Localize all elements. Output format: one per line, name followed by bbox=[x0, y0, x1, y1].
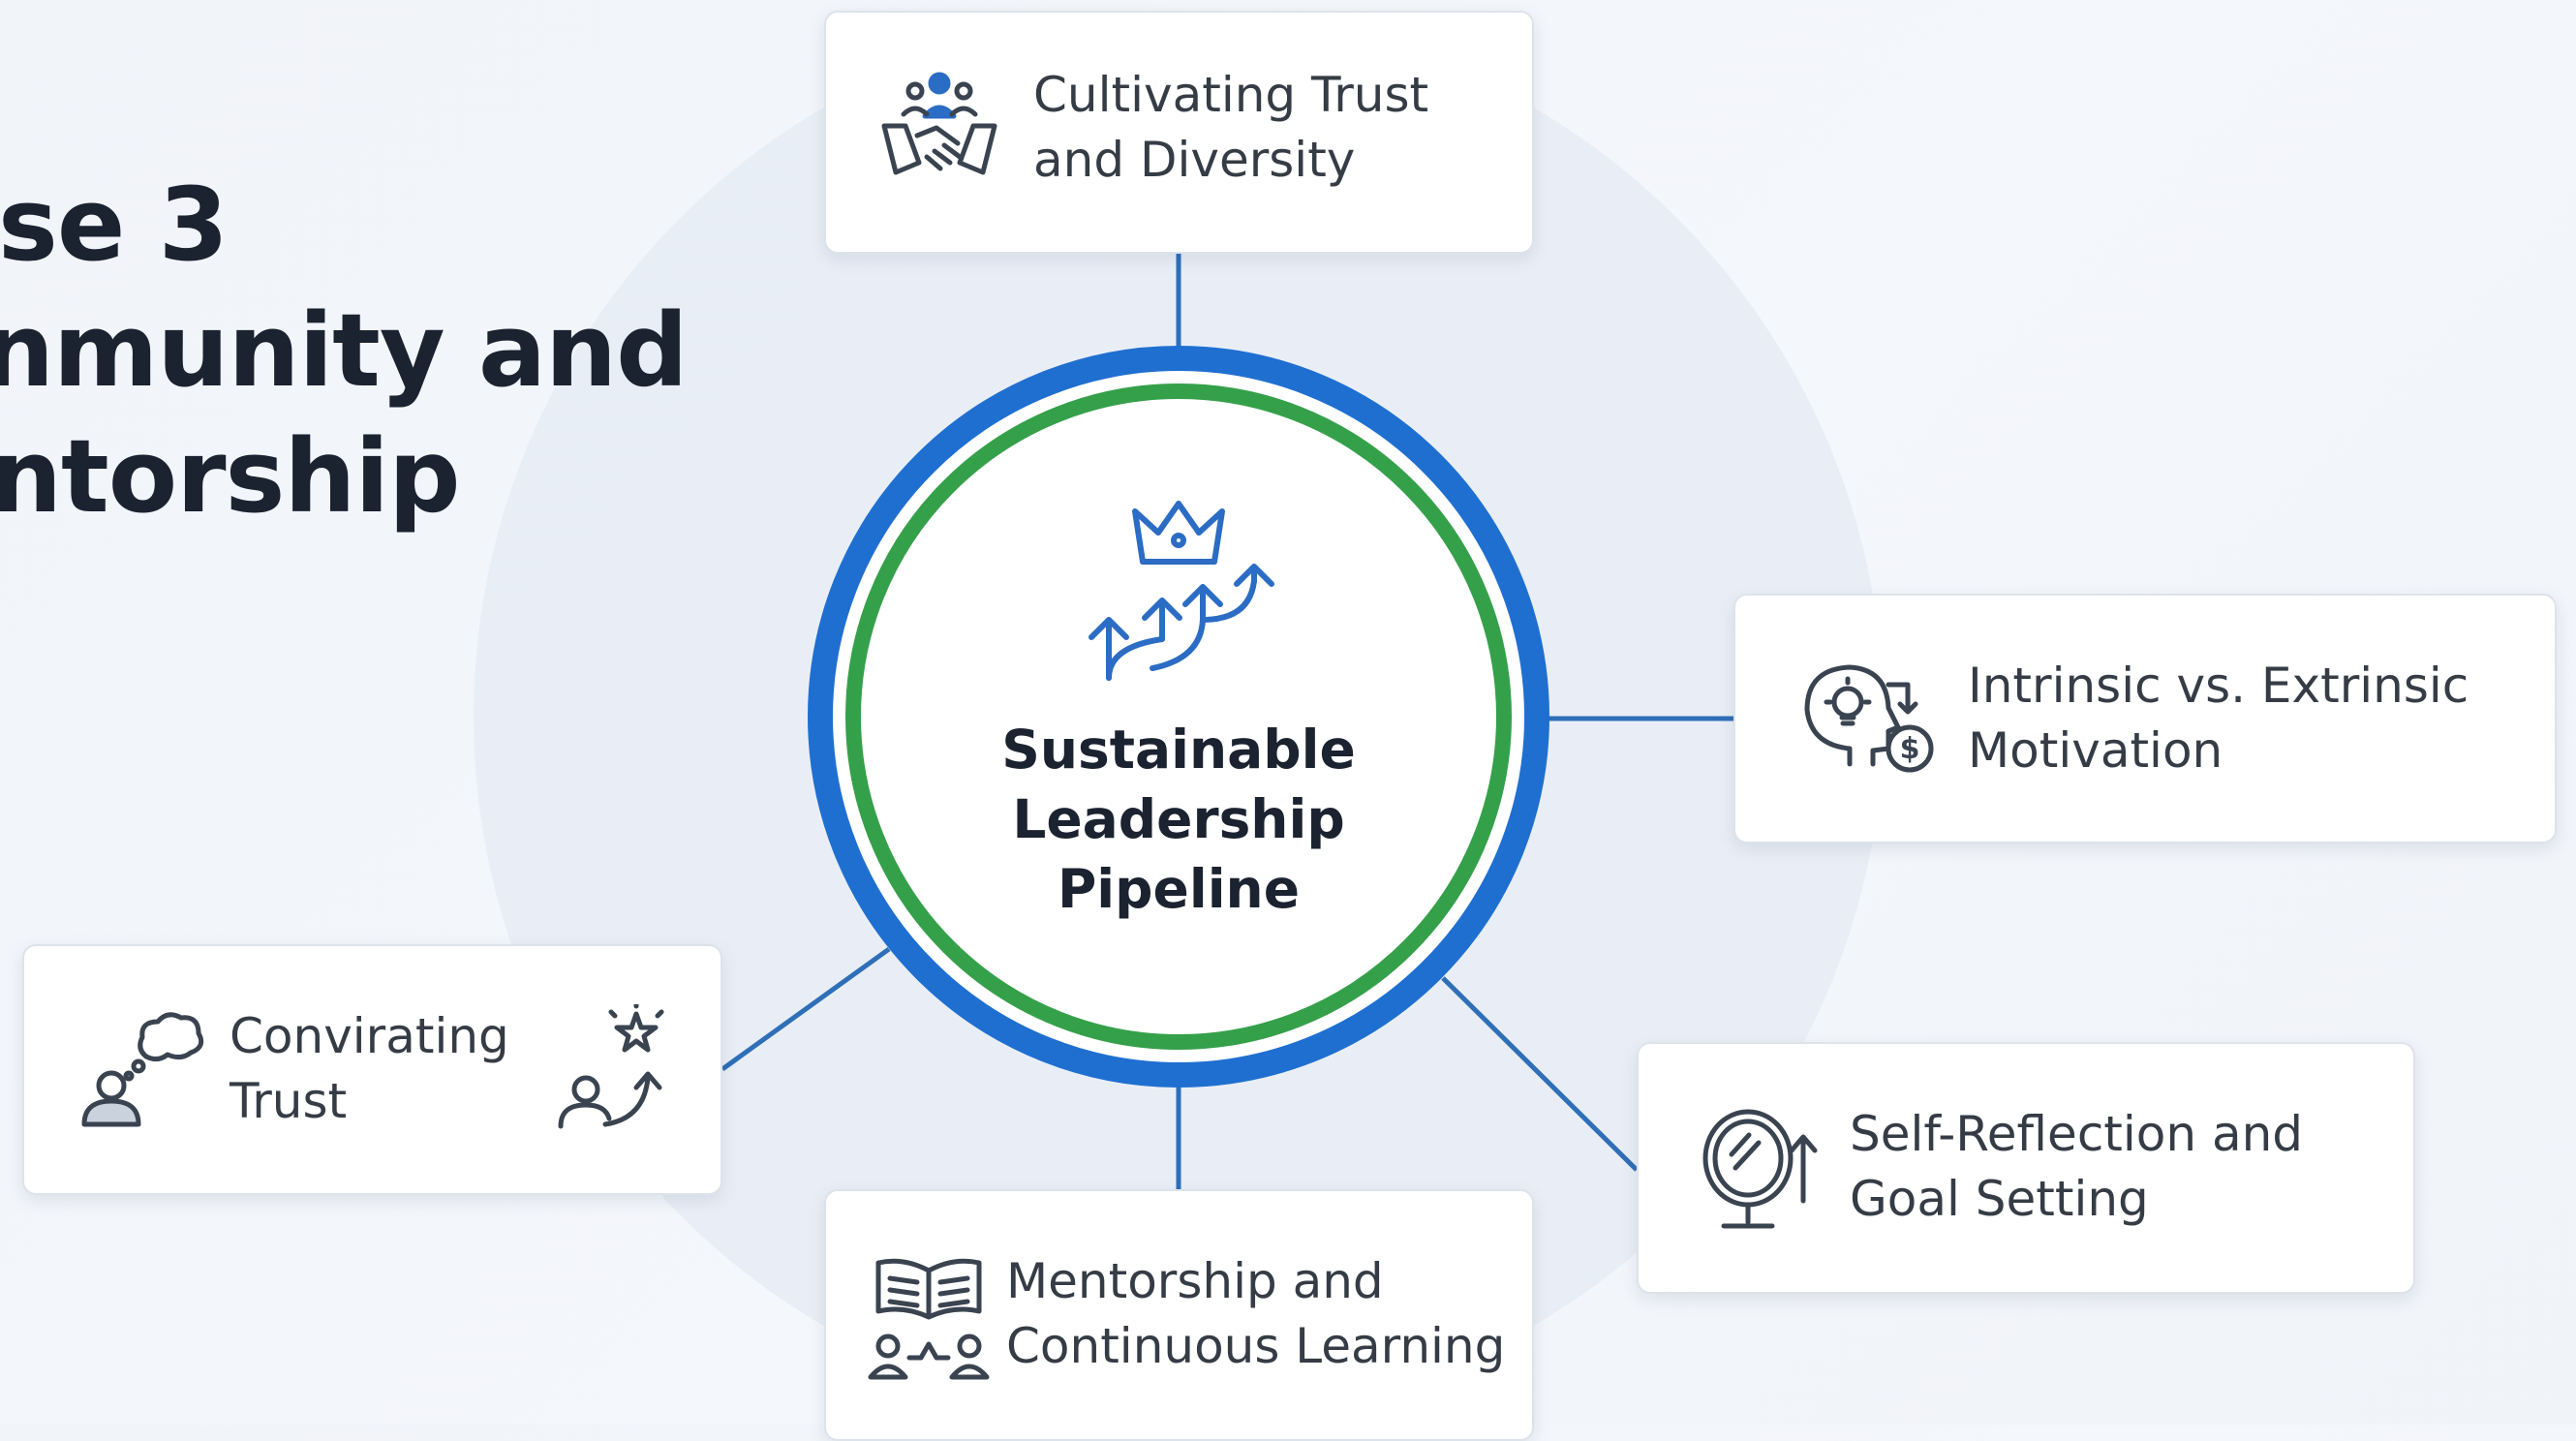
hub-label-line-1: Sustainable bbox=[1001, 719, 1356, 781]
mirror-arrow-icon bbox=[1702, 1109, 1818, 1229]
person-star-growth-icon bbox=[558, 1004, 664, 1129]
node-card-convirating-trust[interactable]: Convirating Trust bbox=[22, 944, 722, 1195]
node-card-self-reflection[interactable]: Self-Reflection and Goal Setting bbox=[1637, 1042, 2415, 1294]
page-title-line-3: ntorship bbox=[0, 417, 461, 536]
connector-left bbox=[721, 946, 891, 1072]
person-thought-icon bbox=[81, 1012, 204, 1127]
node-label-self-reflection: Self-Reflection and Goal Setting bbox=[1850, 1106, 2304, 1227]
svg-text:$: $ bbox=[1900, 732, 1920, 766]
book-people-icon bbox=[868, 1258, 990, 1380]
node-card-mentorship[interactable]: Mentorship and Continuous Learning bbox=[824, 1189, 1534, 1441]
page-title-line-1: se 3 bbox=[0, 166, 229, 284]
node-label-mentorship: Mentorship and Continuous Learning bbox=[1006, 1253, 1506, 1374]
node-card-cultivating-trust[interactable]: Cultivating Trust and Diversity bbox=[824, 11, 1534, 254]
node-card-motivation[interactable]: $ Intrinsic vs. Extrinsic Motivation bbox=[1733, 594, 2557, 843]
connector-right-bottom bbox=[1441, 976, 1639, 1172]
hub-inner-ring bbox=[845, 383, 1512, 1050]
node-label-motivation: Intrinsic vs. Extrinsic Motivation bbox=[1968, 658, 2469, 779]
page-title-line-2: nmunity and bbox=[0, 291, 689, 410]
team-handshake-icon bbox=[881, 72, 997, 175]
hub-label: Sustainable Leadership Pipeline bbox=[985, 715, 1372, 924]
hub-label-line-3: Pipeline bbox=[1058, 858, 1300, 920]
node-label-convirating-trust: Convirating Trust bbox=[230, 1008, 509, 1129]
head-lightbulb-dollar-icon: $ bbox=[1804, 664, 1934, 773]
crown-arrows-icon bbox=[1089, 501, 1274, 681]
node-label-cultivating-trust: Cultivating Trust and Diversity bbox=[1033, 67, 1429, 188]
hub-label-line-2: Leadership bbox=[1012, 788, 1345, 850]
